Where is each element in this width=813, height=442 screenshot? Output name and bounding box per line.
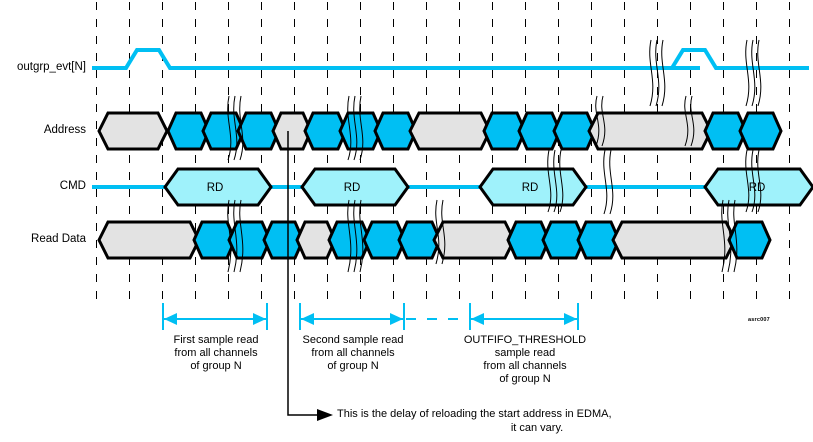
waveform-outgrp-evt [92,48,809,70]
cmd-cell-label: RD [207,182,224,194]
cmd-cell-label: RD [522,182,539,194]
measurement-arrowheads [164,313,577,325]
waveform-address [97,111,783,151]
signal-label-outgrp-evt: outgrp_evt[N] [16,61,86,73]
signal-label-address: Address [43,124,86,136]
edma-delay-arrowhead [317,409,333,421]
edma-delay-leader [287,131,318,416]
callout-line-2: it can vary. [510,422,564,434]
signal-label-read-data: Read Data [31,233,86,245]
cmd-cell-label: RD [344,182,361,194]
measurement-bars [162,303,579,330]
callout-line-1: This is the delay of reloading the start… [337,408,612,420]
signal-label-cmd: CMD [59,180,86,192]
annotation-first-sample-read: First sample read from all channels of g… [173,334,259,372]
waveform-cmd: RD RD RD RD [92,167,813,207]
cmd-cell-label: RD [749,182,766,194]
waveform-read-data [97,220,772,260]
annotation-outfifo-threshold: OUTFIFO_THRESHOLD sample read from all c… [463,334,587,385]
timeline-break-squiggles [227,39,762,273]
annotation-second-sample-read: Second sample read from all channels of … [302,334,404,372]
figure-id: asrc007 [748,317,770,323]
